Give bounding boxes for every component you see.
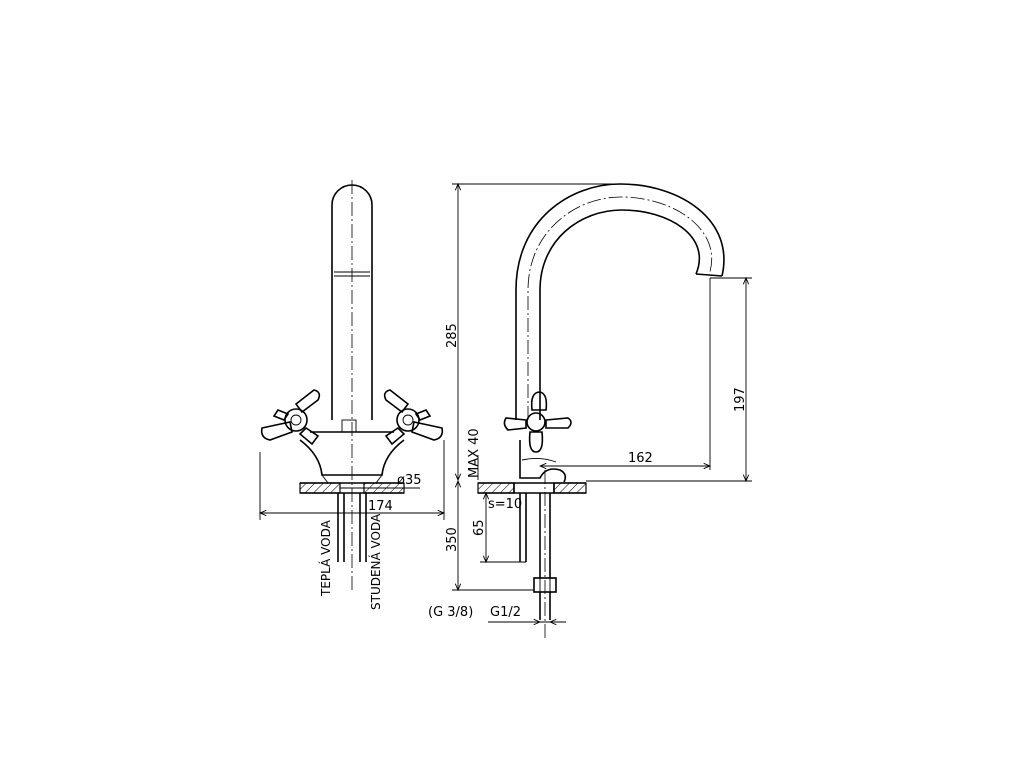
side-view: 285 MAX 40 197 162 s=10 65 bbox=[428, 184, 752, 640]
dim-hose-length-text: 350 bbox=[445, 527, 460, 552]
thread-inner-text: (G 3/8) bbox=[428, 605, 473, 620]
front-left-handle bbox=[260, 389, 321, 446]
dim-hose-offset: 65 bbox=[472, 493, 526, 562]
side-handle bbox=[503, 391, 572, 453]
dim-hole-diameter-text: ø35 bbox=[397, 473, 422, 488]
thread-outer-text: G1/2 bbox=[490, 605, 521, 620]
side-body bbox=[519, 440, 567, 483]
dim-thread: (G 3/8) G1/2 bbox=[428, 605, 566, 622]
dim-hole-diameter: ø35 bbox=[340, 473, 422, 489]
dim-total-height: 285 bbox=[445, 184, 620, 480]
dim-width-text: 174 bbox=[368, 499, 393, 514]
cold-water-label: STUDENÁ VODA bbox=[368, 513, 383, 610]
dim-hose-offset-text: 65 bbox=[472, 519, 487, 536]
dim-total-height-text: 285 bbox=[445, 323, 460, 348]
dim-spout-height-text: 197 bbox=[733, 387, 748, 412]
front-right-handle bbox=[383, 389, 444, 446]
dim-max-thickness: MAX 40 bbox=[467, 428, 482, 480]
front-spout bbox=[331, 180, 373, 590]
dim-hose-length: 350 bbox=[445, 481, 534, 590]
front-view: ø35 174 TEPLÁ VODA STUDENÁ VODA bbox=[260, 180, 444, 610]
side-supply-pipe bbox=[519, 470, 557, 640]
dim-reach: 162 bbox=[540, 278, 710, 470]
side-mount-plate bbox=[477, 482, 587, 494]
warm-water-label: TEPLÁ VODA bbox=[318, 519, 333, 597]
dim-spout-height: 197 bbox=[586, 278, 752, 481]
dim-width: 174 bbox=[260, 440, 444, 520]
dim-reach-text: 162 bbox=[628, 451, 653, 466]
dim-max-thickness-text: MAX 40 bbox=[467, 428, 482, 478]
side-gooseneck-spout bbox=[515, 183, 725, 420]
dim-plate-thickness-text: s=10 bbox=[488, 497, 522, 512]
front-supply-hoses bbox=[337, 493, 367, 562]
